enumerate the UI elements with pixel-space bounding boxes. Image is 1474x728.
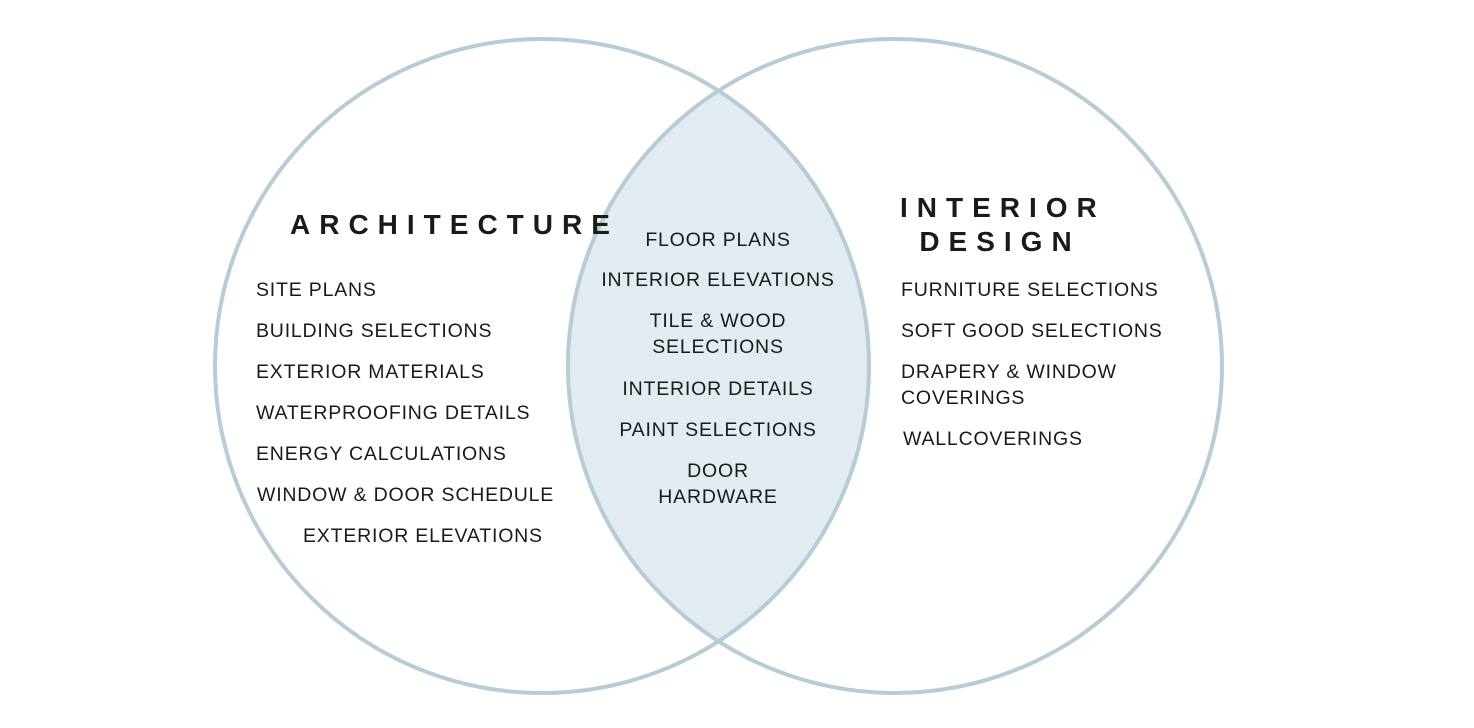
architecture-title: ARCHITECTURE [290, 209, 619, 240]
list-item: DOOR [687, 460, 749, 482]
list-item: INTERIOR DETAILS [622, 378, 814, 400]
list-item: SOFT GOOD SELECTIONS [901, 320, 1163, 342]
list-item: EXTERIOR ELEVATIONS [303, 525, 543, 547]
list-item: WALLCOVERINGS [903, 428, 1083, 450]
list-item: INTERIOR ELEVATIONS [601, 269, 835, 291]
list-item: HARDWARE [658, 486, 778, 508]
list-item: SELECTIONS [652, 336, 784, 358]
list-item: COVERINGS [901, 387, 1026, 409]
list-item: WINDOW & DOOR SCHEDULE [257, 484, 555, 506]
list-item: FURNITURE SELECTIONS [901, 279, 1159, 301]
list-item: ENERGY CALCULATIONS [256, 443, 507, 465]
interior-design-title-line1: INTERIOR [900, 192, 1106, 223]
list-item: EXTERIOR MATERIALS [256, 361, 485, 383]
overlap-region [568, 39, 869, 693]
list-item: WATERPROOFING DETAILS [256, 402, 531, 424]
list-item: BUILDING SELECTIONS [256, 320, 493, 342]
list-item: SITE PLANS [256, 279, 377, 301]
interior-design-title-line2: DESIGN [919, 226, 1081, 257]
architecture-circle [213, 37, 871, 695]
list-item: DRAPERY & WINDOW [901, 361, 1117, 383]
interior-design-circle [566, 37, 1224, 695]
list-item: TILE & WOOD [649, 310, 787, 332]
list-item: PAINT SELECTIONS [619, 419, 817, 441]
list-item: FLOOR PLANS [645, 229, 791, 251]
